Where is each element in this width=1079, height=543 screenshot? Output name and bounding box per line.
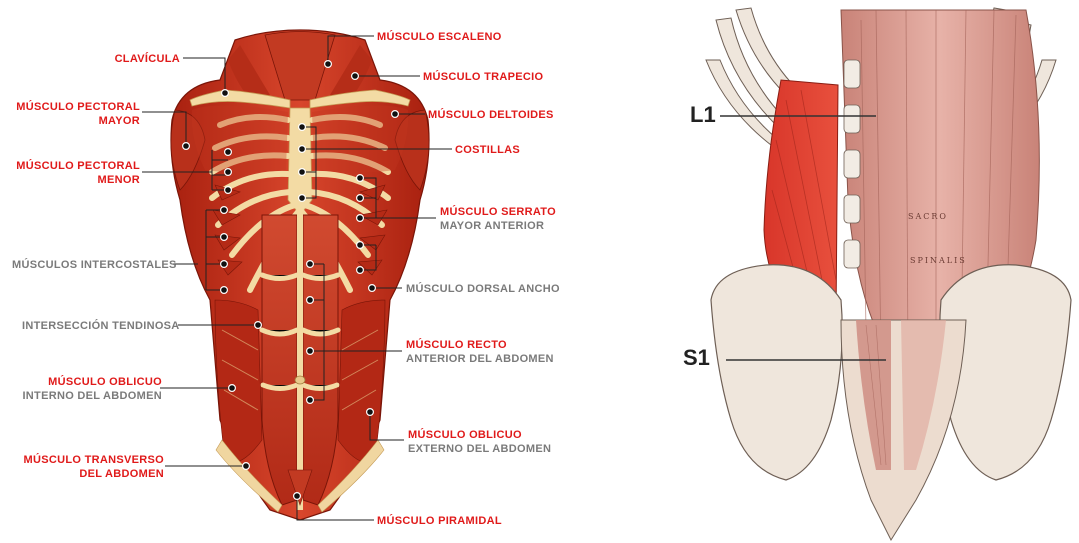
label-serrato-line2: MAYOR ANTERIOR xyxy=(440,219,556,233)
label-escaleno: MÚSCULO ESCALENO xyxy=(377,30,502,44)
label-deltoides: MÚSCULO DELTOIDES xyxy=(428,108,554,122)
label-s1: S1 xyxy=(683,345,710,371)
label-serrato-line1: MÚSCULO SERRATO xyxy=(440,205,556,219)
label-pectoral-menor: MÚSCULO PECTORAL MENOR xyxy=(14,159,140,187)
label-recto-line1: MÚSCULO RECTO xyxy=(406,338,554,352)
left-iliac-crest xyxy=(711,265,842,480)
inscription-sacro: SACRO xyxy=(908,212,948,221)
label-pectoral-menor-line2: MENOR xyxy=(14,173,140,187)
label-serrato: MÚSCULO SERRATO MAYOR ANTERIOR xyxy=(440,205,556,233)
label-interseccion-tendinosa: INTERSECCIÓN TENDINOSA xyxy=(22,319,180,333)
label-oblicuo-externo-line2: EXTERNO DEL ABDOMEN xyxy=(408,442,551,456)
rectus-abdominis xyxy=(262,210,338,510)
label-pectoral-mayor-line1: MÚSCULO PECTORAL xyxy=(14,100,140,114)
inscription-spinalis: SPINALIS xyxy=(910,256,967,265)
label-oblicuo-interno-line1: MÚSCULO OBLICUO xyxy=(20,375,162,389)
external-oblique-right xyxy=(338,300,385,463)
label-pectoral-mayor-line2: MAYOR xyxy=(14,114,140,128)
label-oblicuo-externo: MÚSCULO OBLICUO EXTERNO DEL ABDOMEN xyxy=(408,428,551,456)
label-recto-abdomen: MÚSCULO RECTO ANTERIOR DEL ABDOMEN xyxy=(406,338,554,366)
label-recto-line2: ANTERIOR DEL ABDOMEN xyxy=(406,352,554,366)
label-dorsal-ancho: MÚSCULO DORSAL ANCHO xyxy=(406,282,560,296)
label-piramidal: MÚSCULO PIRAMIDAL xyxy=(377,514,502,528)
label-intercostales: MÚSCULOS INTERCOSTALES xyxy=(12,258,177,272)
label-trapecio: MÚSCULO TRAPECIO xyxy=(423,70,543,84)
label-transverso-line2: DEL ABDOMEN xyxy=(20,467,164,481)
label-oblicuo-interno-line2: INTERNO DEL ABDOMEN xyxy=(20,389,162,403)
label-oblicuo-externo-line1: MÚSCULO OBLICUO xyxy=(408,428,551,442)
label-transverso-line1: MÚSCULO TRANSVERSO xyxy=(20,453,164,467)
label-pectoral-menor-line1: MÚSCULO PECTORAL xyxy=(14,159,140,173)
label-clavicula: CLAVÍCULA xyxy=(100,52,180,66)
label-pectoral-mayor: MÚSCULO PECTORAL MAYOR xyxy=(14,100,140,128)
label-transverso: MÚSCULO TRANSVERSO DEL ABDOMEN xyxy=(20,453,164,481)
label-costillas: COSTILLAS xyxy=(455,143,520,157)
label-l1: L1 xyxy=(690,102,716,128)
label-oblicuo-interno: MÚSCULO OBLICUO INTERNO DEL ABDOMEN xyxy=(20,375,162,403)
lumbar-illustration xyxy=(676,0,1079,543)
anterior-torso-diagram: CLAVÍCULA MÚSCULO PECTORAL MAYOR MÚSCULO… xyxy=(0,0,600,543)
posterior-lumbar-diagram: L1 S1 SACRO SPINALIS xyxy=(676,0,1079,543)
